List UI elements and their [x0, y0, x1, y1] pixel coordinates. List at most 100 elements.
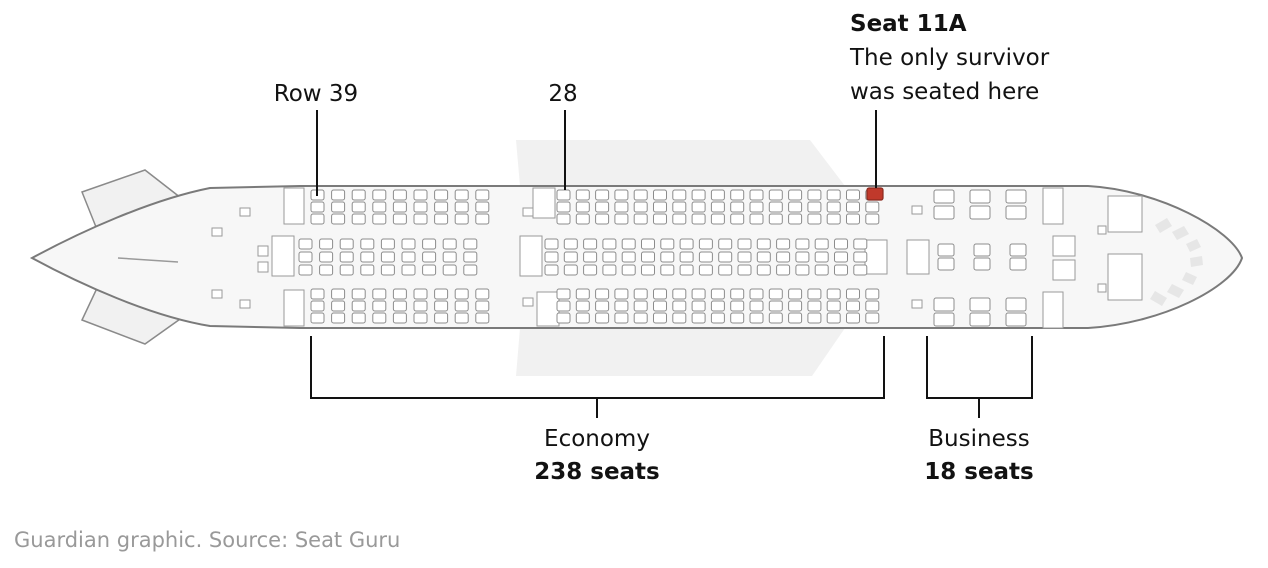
economy-seat — [372, 213, 387, 225]
economy-seat — [372, 300, 387, 312]
economy-seat — [672, 201, 687, 213]
economy-seat — [633, 189, 648, 201]
business-seat — [937, 257, 955, 271]
economy-seat — [351, 312, 366, 324]
economy-seat — [602, 251, 617, 263]
economy-seat — [544, 251, 559, 263]
seat11a-note-line2: was seated here — [850, 79, 1039, 105]
economy-seat — [413, 213, 428, 225]
economy-seat — [392, 213, 407, 225]
business-seat — [969, 297, 991, 312]
tail-centerline — [117, 257, 179, 263]
economy-seat — [339, 264, 354, 276]
economy-seat — [401, 251, 416, 263]
economy-seat — [392, 300, 407, 312]
economy-seat — [853, 238, 868, 250]
economy-seat — [475, 189, 490, 201]
economy-seat — [776, 251, 791, 263]
economy-label: Economy — [544, 426, 650, 452]
economy-seat — [310, 201, 325, 213]
economy-seat — [788, 300, 803, 312]
business-seat — [1009, 243, 1027, 257]
economy-seat — [633, 201, 648, 213]
economy-seat — [710, 213, 725, 225]
economy-seat — [392, 288, 407, 300]
economy-seat — [454, 189, 469, 201]
economy-seat — [380, 264, 395, 276]
door-marker — [211, 227, 223, 237]
economy-seat — [475, 312, 490, 324]
economy-seat — [730, 288, 745, 300]
economy-seat — [756, 238, 771, 250]
economy-seat — [679, 264, 694, 276]
seat11a-title: Seat 11A — [850, 11, 967, 37]
economy-seat — [351, 300, 366, 312]
business-seat — [969, 189, 991, 204]
economy-seat — [434, 189, 449, 201]
economy-seat — [563, 251, 578, 263]
economy-seat — [331, 213, 346, 225]
economy-seat — [865, 312, 880, 324]
economy-seat — [698, 264, 713, 276]
economy-seat — [575, 312, 590, 324]
economy-seat — [595, 201, 610, 213]
seat-11a-highlight[interactable] — [866, 187, 884, 201]
economy-seat — [710, 189, 725, 201]
economy-seat — [633, 312, 648, 324]
door-marker — [1097, 225, 1107, 235]
economy-seat — [392, 201, 407, 213]
economy-seat — [475, 288, 490, 300]
economy-seat — [834, 238, 848, 250]
economy-seat — [401, 264, 416, 276]
economy-seat — [795, 238, 810, 250]
door-marker — [239, 207, 251, 217]
galley-cart — [257, 245, 269, 257]
economy-seat — [807, 312, 822, 324]
lavatory — [536, 291, 560, 327]
economy-seat — [454, 300, 469, 312]
economy-seat — [710, 288, 725, 300]
economy-seat — [595, 189, 610, 201]
economy-seat — [846, 201, 860, 213]
economy-seat — [392, 312, 407, 324]
economy-seat — [602, 264, 617, 276]
economy-seat — [653, 300, 667, 312]
economy-seat — [672, 189, 687, 201]
economy-seat — [434, 288, 449, 300]
business-seat — [1005, 297, 1027, 312]
economy-seat — [380, 251, 395, 263]
economy-seat — [556, 189, 571, 201]
economy-seat — [672, 288, 687, 300]
economy-seat — [360, 238, 375, 250]
economy-seat — [749, 213, 764, 225]
economy-seat — [298, 264, 313, 276]
economy-seat — [653, 189, 667, 201]
lavatory — [283, 289, 305, 327]
economy-seat — [768, 213, 783, 225]
economy-seat — [319, 251, 334, 263]
galley — [906, 239, 930, 275]
economy-seat — [434, 300, 449, 312]
economy-seat — [360, 264, 375, 276]
business-bracket — [926, 336, 1033, 418]
economy-seat — [660, 251, 675, 263]
economy-seat — [788, 312, 803, 324]
economy-seat — [583, 251, 598, 263]
economy-seat — [339, 238, 354, 250]
economy-seat — [422, 238, 437, 250]
economy-seat — [556, 288, 571, 300]
economy-seat — [730, 300, 745, 312]
economy-seat — [331, 189, 346, 201]
economy-seat — [360, 251, 375, 263]
economy-seat — [691, 201, 706, 213]
economy-seat — [614, 312, 629, 324]
upper-wing — [516, 140, 845, 186]
galley — [271, 235, 295, 277]
door-marker — [911, 205, 923, 215]
economy-seat — [749, 201, 764, 213]
economy-seat — [434, 213, 449, 225]
business-seat — [969, 205, 991, 220]
economy-seat — [475, 300, 490, 312]
economy-seat — [826, 288, 841, 300]
